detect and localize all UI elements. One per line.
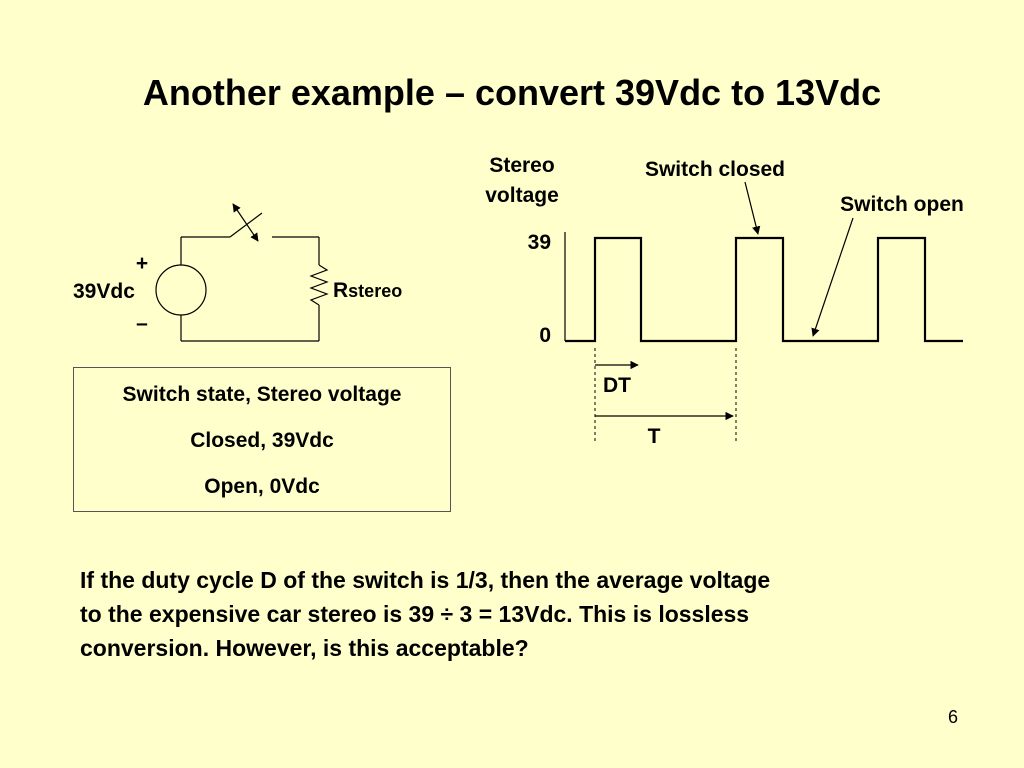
switch-blade [229, 212, 263, 238]
square-wave [565, 236, 963, 343]
table-row-closed: Closed, 39Vdc [190, 429, 334, 452]
switch-arrow [232, 203, 259, 242]
resistor-symbol [309, 264, 329, 306]
y-tick-low: 0 [539, 324, 551, 347]
source-minus: – [136, 312, 148, 335]
explanation-paragraph: If the duty cycle D of the switch is 1/3… [80, 563, 960, 665]
switch-state-table: Switch state, Stereo voltage Closed, 39V… [73, 367, 451, 512]
source-voltage-label: 39Vdc [73, 280, 135, 303]
source-plus: + [136, 252, 148, 275]
switch-closed-arrow [744, 181, 761, 235]
resistor-label: Rstereo [333, 279, 402, 302]
y-axis-label-line1: Stereo [489, 154, 554, 177]
table-row-open: Open, 0Vdc [204, 475, 320, 498]
circuit [155, 203, 329, 342]
paragraph-line-2: to the expensive car stereo is 39 ÷ 3 = … [80, 601, 750, 627]
y-axis-label-line2: voltage [485, 184, 559, 207]
dt-label: DT [603, 374, 631, 397]
paragraph-line-1: If the duty cycle D of the switch is 1/3… [80, 567, 771, 593]
switch-open-arrow [811, 217, 854, 337]
y-tick-high: 39 [528, 231, 551, 254]
resistor-label-sub: stereo [348, 281, 402, 301]
resistor-label-main: R [333, 279, 348, 302]
paragraph-line-3: conversion. However, is this acceptable? [80, 635, 529, 661]
t-label: T [648, 425, 661, 448]
voltage-source-symbol [155, 264, 207, 316]
switch-open-label: Switch open [840, 193, 964, 216]
slide-title: Another example – convert 39Vdc to 13Vdc [142, 72, 882, 113]
table-header: Switch state, Stereo voltage [122, 383, 402, 406]
page-number: 6 [948, 707, 959, 727]
switch-closed-label: Switch closed [645, 158, 785, 181]
